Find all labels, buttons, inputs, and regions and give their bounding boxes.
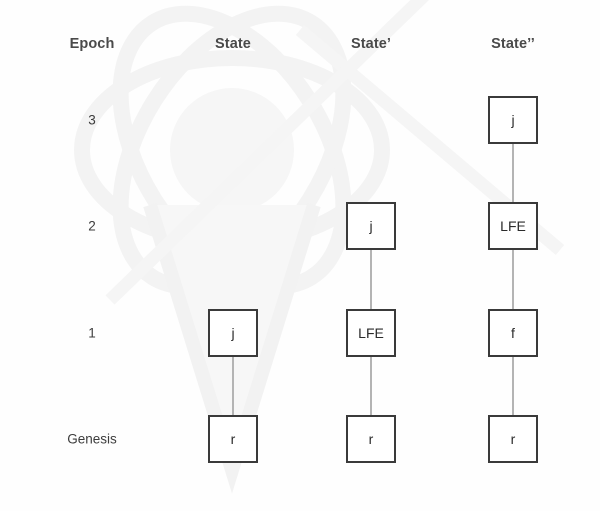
connector-c-s0-e1-g — [232, 357, 234, 415]
node-label: r — [230, 431, 236, 447]
node-box-n-s0-g: r — [208, 415, 258, 463]
node-box-n-s2-g: r — [488, 415, 538, 463]
node-box-n-s2-e1: f — [488, 309, 538, 357]
connector-c-s1-e1-g — [370, 357, 372, 415]
row-label-epoch-3: 3 — [88, 112, 96, 128]
row-label-epoch-1: 1 — [88, 325, 96, 341]
node-label: j — [369, 218, 373, 234]
node-label: LFE — [358, 325, 384, 341]
row-label-epoch-genesis: Genesis — [67, 431, 117, 447]
connector-c-s1-e2-e1 — [370, 250, 372, 309]
row-label-epoch-2: 2 — [88, 218, 96, 234]
node-label: r — [368, 431, 374, 447]
node-box-n-s2-e2: LFE — [488, 202, 538, 250]
connector-c-s2-e3-e2 — [512, 144, 514, 202]
node-label: f — [511, 325, 515, 341]
column-header-epoch: Epoch — [69, 36, 115, 52]
node-label: r — [510, 431, 516, 447]
column-header-state: State — [215, 36, 251, 52]
node-label: j — [231, 325, 235, 341]
column-header-state2: State’’ — [491, 36, 535, 52]
node-label: LFE — [500, 218, 526, 234]
node-box-n-s1-g: r — [346, 415, 396, 463]
connector-c-s2-e2-e1 — [512, 250, 514, 309]
node-box-n-s1-e1: LFE — [346, 309, 396, 357]
node-box-n-s0-e1: j — [208, 309, 258, 357]
column-header-state1: State’ — [350, 36, 392, 52]
node-box-n-s1-e2: j — [346, 202, 396, 250]
node-label: j — [511, 112, 515, 128]
connector-c-s2-e1-g — [512, 357, 514, 415]
node-box-n-s2-e3: j — [488, 96, 538, 144]
